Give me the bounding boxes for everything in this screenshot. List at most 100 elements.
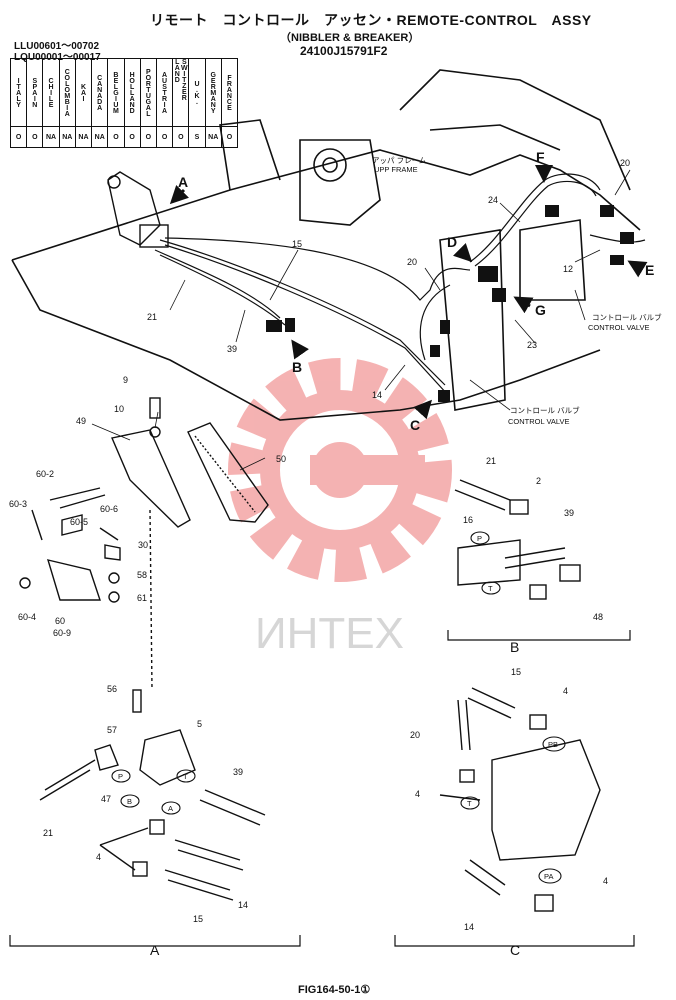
country-name: ITALY — [15, 77, 23, 108]
country-name-cell: ITALY — [11, 59, 27, 127]
country-name-cell: SWITZER LAND — [173, 59, 189, 127]
view-letter-f: F — [536, 149, 545, 165]
country-name-cell: BELGIUM — [108, 59, 124, 127]
watermark-text: ИНТЕХ — [255, 609, 404, 658]
callout-24: 24 — [488, 195, 498, 205]
country-name: U.K. — [193, 80, 201, 105]
country-name-cell: COLOMBIA — [59, 59, 75, 127]
port-label-b-a: B — [127, 797, 132, 806]
callout-56: 56 — [107, 684, 117, 694]
valve-fittings — [266, 205, 634, 402]
figure-code: FIG164-50-1① — [298, 984, 371, 996]
callout-30: 30 — [138, 540, 148, 550]
callout-47: 47 — [101, 794, 111, 804]
valve-detail-c — [439, 687, 601, 912]
country-column: CHILE NA — [42, 59, 59, 147]
serial-range-2: LQU00001〜00017 — [14, 52, 101, 63]
country-name-cell: PORTUGAL — [140, 59, 156, 127]
port-label-a-a: A — [168, 804, 173, 813]
country-name-cell: HOLLAND — [124, 59, 140, 127]
country-name-cell: CANADA — [92, 59, 108, 127]
callout-60-3: 60-3 — [9, 499, 27, 509]
callout-60-5: 60-5 — [70, 517, 88, 527]
section-brackets — [9, 630, 635, 947]
country-applicability-value: O — [226, 133, 233, 141]
country-column: ITALY O — [11, 59, 27, 147]
port-label-p-b: P — [477, 534, 482, 543]
country-name-cell: GERMANY — [205, 59, 221, 127]
remote-valve-detail-a — [39, 689, 266, 901]
country-applicability-value: O — [129, 133, 135, 141]
callout-20-right: 20 — [620, 158, 630, 168]
country-applicability-value: NA — [94, 133, 105, 141]
callout-58: 58 — [137, 570, 147, 580]
view-letter-d: D — [447, 234, 457, 250]
callout-4-c1: 4 — [563, 686, 568, 696]
callout-14-c: 14 — [464, 922, 474, 932]
view-letter-e: E — [645, 262, 654, 278]
callout-60-2: 60-2 — [36, 469, 54, 479]
country-name-cell: KAI — [75, 59, 92, 127]
callout-39-b: 39 — [564, 508, 574, 518]
pedal-assembly — [19, 397, 269, 691]
upp-frame-label: UPP FRAME — [374, 165, 418, 174]
page-subtitle: （NIBBLER & BREAKER） — [280, 32, 420, 44]
leader-lines — [91, 169, 631, 471]
country-name-cell: U.K. — [189, 59, 205, 127]
country-column: FRANCE O — [220, 59, 238, 147]
country-column: COLOMBIA NA — [58, 59, 75, 147]
country-applicability-value: S — [194, 133, 200, 141]
callout-57: 57 — [107, 725, 117, 735]
callout-61: 61 — [137, 593, 147, 603]
country-applicability-value: NA — [62, 133, 73, 141]
country-applicability-value: O — [32, 133, 38, 141]
view-letter-b: B — [292, 359, 302, 375]
serial-range-1: LLU00601〜00702 — [14, 41, 100, 52]
section-label-c: C — [510, 942, 520, 958]
country-applicability-value: O — [161, 133, 168, 141]
port-label-t-a: T — [183, 772, 188, 781]
country-name: CHILE — [47, 77, 55, 108]
country-name: FRANCE — [225, 74, 233, 111]
valve-detail-b — [454, 479, 581, 600]
country-name: CANADA — [96, 74, 104, 111]
callout-21-b: 21 — [486, 456, 496, 466]
view-letter-a: A — [178, 174, 188, 190]
watermark-gear-logo — [228, 358, 452, 582]
callout-15-a: 15 — [193, 914, 203, 924]
callout-60-9: 60-9 — [53, 628, 71, 638]
country-column: AUSTRIA O — [155, 59, 173, 147]
callout-39: 39 — [227, 344, 237, 354]
country-name: KAI — [79, 83, 87, 102]
port-label-t-b: T — [488, 584, 493, 593]
country-applicability-value: NA — [45, 133, 57, 141]
country-name: PORTUGAL — [144, 68, 152, 117]
country-name: SPAIN — [31, 77, 39, 108]
country-column: U.K. S — [188, 59, 205, 147]
callout-4-a: 4 — [96, 852, 101, 862]
callout-39-a: 39 — [233, 767, 243, 777]
section-label-b: B — [510, 639, 519, 655]
callout-16: 16 — [463, 515, 473, 525]
control-valve-label-2: CONTROL VALVE — [508, 417, 570, 426]
country-applicability-value: O — [113, 133, 119, 141]
callout-12: 12 — [563, 264, 573, 274]
callout-5: 5 — [197, 719, 202, 729]
country-name: AUSTRIA — [161, 71, 169, 114]
callout-49: 49 — [76, 416, 86, 426]
callout-14-a: 14 — [238, 900, 248, 910]
country-column: HOLLAND O — [123, 59, 140, 147]
part-number: 24100J15791F2 — [300, 44, 388, 58]
country-column: SPAIN O — [26, 59, 43, 147]
port-label-pb: PB — [548, 740, 558, 749]
country-applicability-value: O — [15, 133, 22, 141]
callout-60: 60 — [55, 616, 65, 626]
country-name-cell: SPAIN — [27, 59, 43, 127]
callout-14: 14 — [372, 390, 382, 400]
country-column: BELGIUM O — [107, 59, 124, 147]
country-name: HOLLAND — [128, 71, 136, 114]
callout-20: 20 — [407, 257, 417, 267]
